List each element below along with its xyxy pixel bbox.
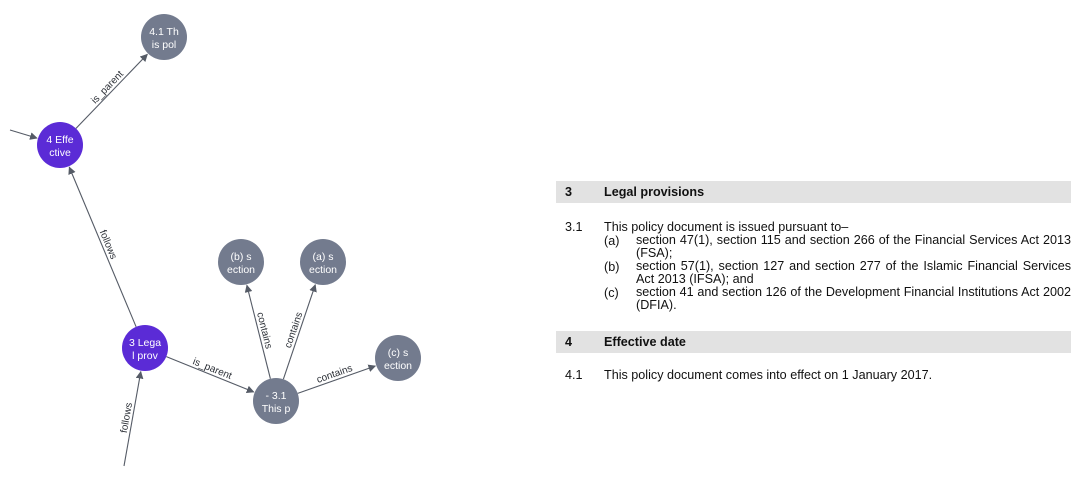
graph-edge [9, 129, 38, 140]
node-label: 4.1 Th [149, 26, 179, 38]
list-item: (a) section 47(1), section 115 and secti… [604, 234, 1071, 260]
edge-label: follows [119, 402, 135, 434]
node-label: This p [262, 403, 291, 415]
graph-node[interactable]: 4.1 This pol [141, 14, 187, 60]
edge-label: is_parent [89, 69, 126, 106]
graph-edge [244, 284, 271, 379]
node-label: (c) s [388, 347, 408, 359]
list-item-label: (b) [604, 260, 620, 274]
node-circle[interactable] [37, 122, 83, 168]
graph-edge [123, 370, 144, 467]
paragraph-number: 4.1 [565, 368, 583, 382]
graph-edge [75, 53, 148, 129]
list-item-text: section 57(1), section 127 and section 2… [636, 259, 1071, 286]
graph-edge [68, 166, 137, 327]
graph-edge [166, 356, 255, 393]
node-label: is pol [152, 39, 177, 51]
list-item-label: (a) [604, 234, 620, 248]
node-circle[interactable] [253, 378, 299, 424]
node-circle[interactable] [122, 325, 168, 371]
list-item: (b) section 57(1), section 127 and secti… [604, 260, 1071, 286]
list-item: (c) section 41 and section 126 of the De… [604, 286, 1071, 312]
section-number: 3 [565, 185, 573, 199]
paragraph-intro: This policy document is issued pursuant … [604, 220, 849, 234]
list-item-label: (c) [604, 286, 619, 300]
node-label: l prov [132, 350, 158, 362]
section-header: 3 Legal provisions [556, 181, 1071, 203]
graph-node[interactable]: (c) section [375, 335, 421, 381]
node-label: ection [384, 360, 412, 372]
graph-node[interactable]: (a) section [300, 239, 346, 285]
graph-edge [282, 284, 317, 380]
list-item-text: section 41 and section 126 of the Develo… [636, 285, 1071, 312]
section-title: Legal provisions [604, 185, 705, 199]
graph-node[interactable]: 4 Effective [37, 122, 83, 168]
edge-label: contains [254, 311, 274, 350]
paragraph-number: 3.1 [565, 220, 583, 234]
node-circle[interactable] [375, 335, 421, 381]
node-label: 4 Effe [46, 134, 73, 146]
policy-document: 3 Legal provisions 3.1 This policy docum… [556, 181, 1071, 382]
node-circle[interactable] [141, 14, 187, 60]
section-title: Effective date [604, 335, 686, 349]
node-circle[interactable] [218, 239, 264, 285]
node-circle[interactable] [300, 239, 346, 285]
node-label: 3 Lega [129, 337, 161, 349]
paragraph: 4.1 This policy document comes into effe… [556, 368, 1071, 382]
edge-label: contains [283, 311, 305, 350]
node-label: - 3.1 [265, 390, 286, 402]
node-label: ection [309, 264, 337, 276]
graph-edge [297, 364, 377, 394]
paragraph-intro: This policy document comes into effect o… [604, 368, 933, 382]
section-header: 4 Effective date [556, 331, 1071, 353]
edge-label: contains [315, 363, 354, 386]
node-label: ection [227, 264, 255, 276]
node-label: ctive [49, 147, 71, 159]
node-label: (b) s [231, 251, 252, 263]
edge-label: follows [97, 229, 119, 261]
graph-node[interactable]: (b) section [218, 239, 264, 285]
section-number: 4 [565, 335, 573, 349]
node-label: (a) s [313, 251, 334, 263]
paragraph: 3.1 This policy document is issued pursu… [556, 220, 1071, 312]
list-item-text: section 47(1), section 115 and section 2… [636, 233, 1071, 260]
graph-node[interactable]: 3 Legal prov [122, 325, 168, 371]
